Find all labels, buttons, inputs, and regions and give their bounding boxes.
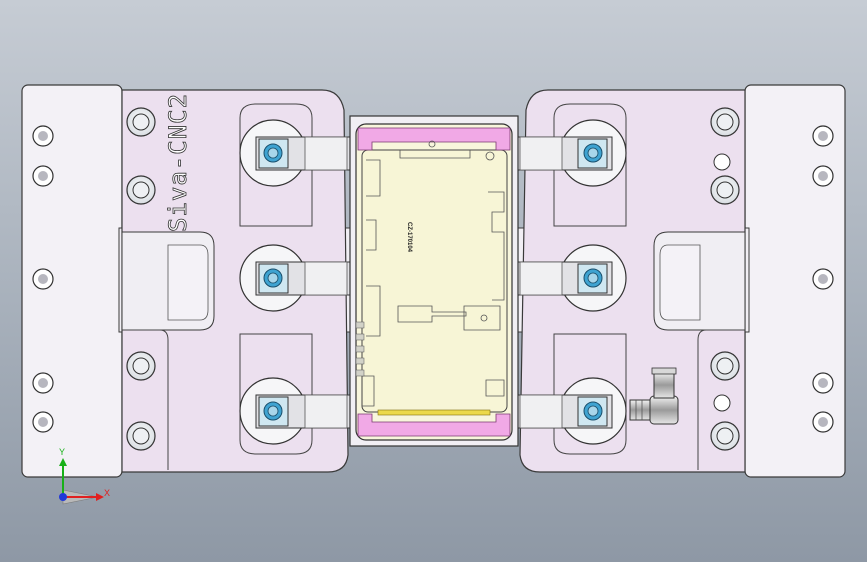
clamp-bolt-icon [258,138,608,427]
axis-triad-icon[interactable]: X Y [59,447,110,505]
elbow-air-fitting-icon[interactable] [629,367,679,425]
clamp-plate-outlines [122,103,745,470]
part-number: CZ-170104 [406,222,412,253]
right-clamp-plate[interactable] [519,89,746,473]
x-axis-label: X [104,488,110,498]
left-clamp-plate[interactable] [121,89,349,473]
y-axis-label: Y [59,447,65,457]
counterbore-holes [126,107,740,451]
fixture-engraving: Siva-CNC2 [164,93,192,232]
phone-part[interactable]: CZ-170104 [355,127,511,437]
left-block-holes [32,125,834,433]
